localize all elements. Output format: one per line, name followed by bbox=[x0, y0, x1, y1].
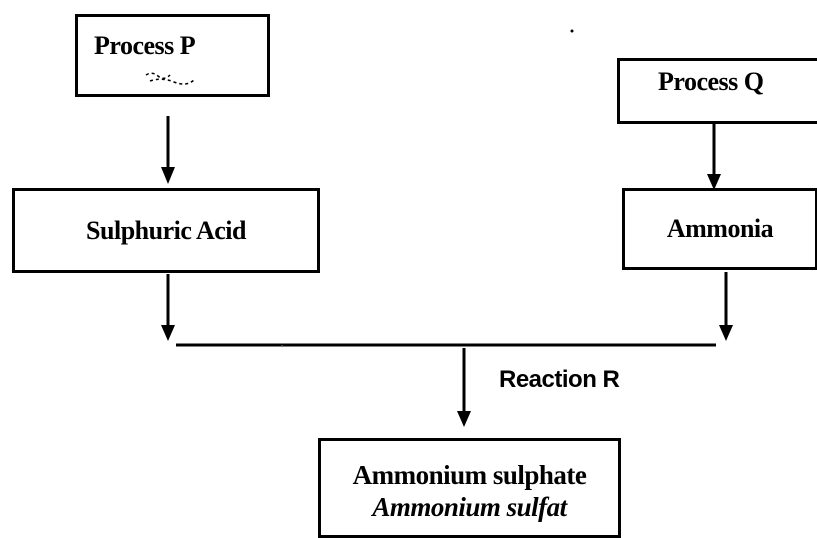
speck-1 bbox=[570, 29, 574, 33]
connector-layer bbox=[161, 29, 733, 427]
sulphuric-acid-box: Sulphuric Acid bbox=[12, 188, 320, 273]
sulphuric-acid-label: Sulphuric Acid bbox=[86, 215, 246, 245]
arrow-acid-down-head bbox=[161, 325, 175, 341]
scribble-mark bbox=[145, 72, 195, 85]
arrow-reaction-head bbox=[457, 411, 471, 427]
product-label-alt: Ammonium sulfat bbox=[372, 492, 567, 522]
ammonia-label: Ammonia bbox=[666, 214, 774, 243]
arrow-ammonia-down-head bbox=[719, 325, 733, 341]
reaction-label: Reaction R bbox=[499, 366, 620, 393]
speck-2 bbox=[281, 345, 283, 347]
arrow-p-to-acid-head bbox=[161, 167, 175, 184]
process-p-box: Process P bbox=[75, 14, 270, 97]
process-p-label: Process P bbox=[94, 31, 196, 60]
process-q-box: Process Q bbox=[617, 58, 817, 124]
process-q-label: Process Q bbox=[658, 67, 764, 96]
arrow-q-to-ammonia-head bbox=[707, 174, 721, 190]
ammonia-box: Ammonia bbox=[622, 188, 817, 270]
flow-diagram: Process P Process Q Sulphuric Acid Ammon… bbox=[12, 14, 817, 538]
product-label: Ammonium sulphate bbox=[352, 460, 587, 490]
product-box: Ammonium sulphate Ammonium sulfat bbox=[318, 438, 621, 538]
